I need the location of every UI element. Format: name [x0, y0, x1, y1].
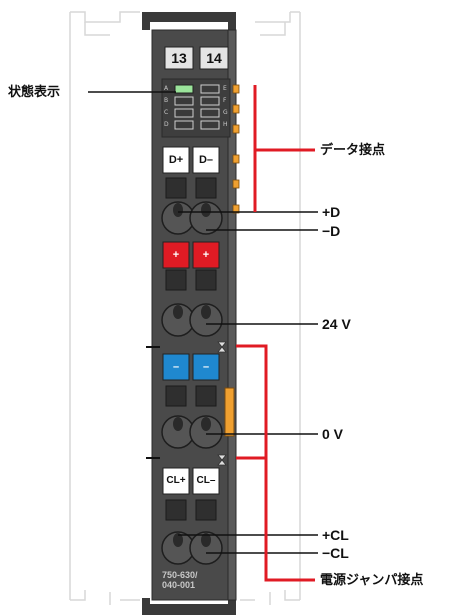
- part-number-line-1: 750-630/: [162, 570, 198, 580]
- status-indicator-label: 状態表示: [8, 84, 61, 99]
- module-side-strip: [227, 29, 237, 601]
- zero-volt-marker-left: [162, 353, 190, 381]
- plus-cl-label: +CL: [322, 527, 349, 543]
- minus-d-label: −D: [322, 223, 341, 239]
- d-minus-marker: [192, 146, 220, 174]
- terminal-number-14: 14: [206, 50, 222, 66]
- led-letter-g: G: [223, 109, 228, 116]
- terminal-number-13: 13: [171, 50, 187, 66]
- part-number-line-2: 040-001: [162, 580, 196, 590]
- jumper-bracket: [236, 344, 315, 582]
- led-panel: [161, 78, 231, 138]
- zero-volt-marker-right: [192, 353, 220, 381]
- plus-symbol-left: +: [172, 249, 180, 261]
- bottom-clip: [142, 598, 236, 615]
- d-minus-label: D–: [198, 154, 214, 166]
- data-contacts-label: データ接点: [320, 142, 386, 157]
- cl-plus-marker: [162, 467, 190, 495]
- minus-symbol-left: –: [172, 361, 180, 373]
- led-g: [200, 108, 220, 118]
- power-jumper-contact: [224, 387, 235, 437]
- leader-lines: [88, 91, 318, 554]
- terminal-number-14-tab: [199, 46, 229, 70]
- plus-24v-marker-left: [162, 241, 190, 269]
- led-letter-f: F: [223, 97, 227, 104]
- plus-24v-marker-right: [192, 241, 220, 269]
- led-h: [200, 120, 220, 130]
- minus-symbol-right: –: [202, 361, 210, 373]
- led-indicators: [174, 84, 220, 130]
- plus-symbol-right: +: [202, 249, 210, 261]
- terminal-clamp-marks: [173, 203, 211, 547]
- cl-minus-marker: [192, 467, 220, 495]
- top-clip: [142, 12, 236, 30]
- cl-plus-label: CL+: [166, 475, 186, 486]
- led-letter-e: E: [223, 85, 227, 92]
- led-b: [174, 96, 194, 106]
- adjacent-module-outline: [69, 11, 301, 605]
- led-letter-h: H: [223, 121, 228, 128]
- terminal-openings: [161, 201, 223, 565]
- jumper-position-markers: [217, 341, 227, 466]
- led-letter-c: C: [164, 109, 169, 116]
- led-f: [200, 96, 220, 106]
- minus-cl-label: −CL: [322, 545, 349, 561]
- data-contact-pads: [232, 84, 240, 214]
- cl-minus-label: CL–: [196, 475, 216, 486]
- led-letter-a: A: [164, 85, 169, 92]
- red-brackets: [236, 85, 315, 582]
- v24-label: 24 V: [322, 316, 351, 332]
- led-letter-b: B: [164, 97, 169, 104]
- v0-label: 0 V: [322, 426, 344, 442]
- release-slots: [165, 177, 217, 521]
- led-c: [174, 108, 194, 118]
- d-plus-marker: [162, 146, 190, 174]
- plus-d-label: +D: [322, 204, 341, 220]
- terminal-number-13-tab: [164, 46, 194, 70]
- led-letter-d: D: [164, 121, 169, 128]
- led-a: [174, 84, 194, 94]
- led-e: [200, 84, 220, 94]
- power-jumper-label: 電源ジャンパ接点: [320, 572, 424, 587]
- data-contacts-bracket: [253, 85, 315, 212]
- d-plus-label: D+: [168, 154, 184, 166]
- led-d: [174, 120, 194, 130]
